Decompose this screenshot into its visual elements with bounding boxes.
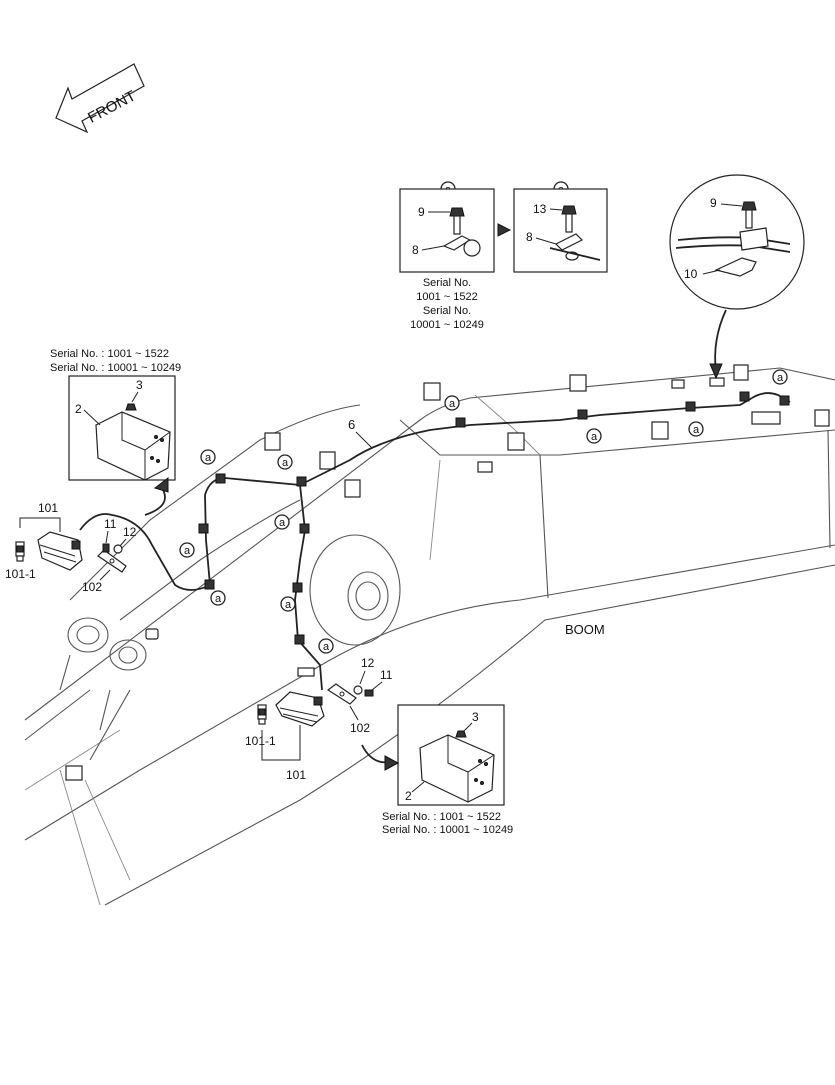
svg-text:a: a: [282, 457, 289, 469]
left-serial-line1: Serial No. : 1001 ~ 1522: [50, 348, 169, 360]
part-label-6: 6: [348, 417, 355, 432]
marker-a: a: [274, 514, 290, 530]
part-label-101-left: 101: [38, 501, 58, 515]
part-label-8-box2: 8: [526, 230, 533, 244]
marker-a: a: [179, 542, 195, 558]
marker-a: a: [688, 421, 704, 437]
right-work-lamp: [275, 691, 325, 727]
part-label-12-right: 12: [361, 656, 375, 670]
lamp-bulb-icon: [257, 704, 267, 725]
clamp-detail-circle: 9 10: [669, 174, 805, 380]
clip-markers: a a a a a a a a a a a: [179, 369, 788, 654]
mid-serial-head1: Serial No.: [423, 277, 471, 289]
part-label-2-left: 2: [75, 402, 82, 416]
svg-text:a: a: [693, 424, 700, 436]
part-label-101-right: 101: [286, 768, 306, 782]
svg-text:a: a: [591, 431, 598, 443]
part-label-102-left: 102: [82, 580, 102, 594]
part-label-10-circle: 10: [684, 267, 698, 281]
part-label-3-left: 3: [136, 378, 143, 392]
part-label-9-circle: 9: [710, 196, 717, 210]
left-cover-detail: Serial No. : 1001 ~ 1522 Serial No. : 10…: [50, 348, 181, 516]
left-bracket-102: [97, 543, 127, 573]
clip-detail-a-serial: a 9 8 Serial No. 1001 ~ 1522 Serial No. …: [399, 181, 495, 331]
detail-transition-arrow-icon: [497, 223, 512, 237]
part-label-12-left: 12: [123, 525, 137, 539]
lamp-bulb-icon: [15, 541, 25, 562]
harness-clips: [198, 391, 790, 645]
mid-serial-range1: 1001 ~ 1522: [416, 291, 477, 303]
svg-text:a: a: [777, 372, 784, 384]
marker-a: a: [200, 449, 216, 465]
right-cover-detail: 3 2 Serial No. : 1001 ~ 1522 Serial No. …: [361, 704, 513, 836]
right-serial-line2: Serial No. : 10001 ~ 10249: [382, 824, 513, 836]
part-label-11-left: 11: [104, 517, 117, 531]
left-work-lamp: [37, 531, 83, 571]
part-label-101-1-right: 101-1: [245, 734, 276, 748]
marker-a: a: [280, 596, 296, 612]
svg-text:a: a: [323, 641, 330, 653]
part-label-3-right: 3: [472, 710, 479, 724]
svg-text:a: a: [205, 452, 212, 464]
marker-a: a: [210, 590, 226, 606]
left-serial-line2: Serial No. : 10001 ~ 10249: [50, 362, 181, 374]
marker-a: a: [444, 395, 460, 411]
svg-text:a: a: [285, 599, 292, 611]
clip-detail-a-later: a 13 8: [513, 181, 608, 273]
right-serial-line1: Serial No. : 1001 ~ 1522: [382, 811, 501, 823]
front-arrow-icon: FRONT: [55, 63, 145, 134]
marker-a: a: [318, 638, 334, 654]
marker-a: a: [772, 369, 788, 385]
part-label-13-box2: 13: [533, 202, 547, 216]
part-label-101-1-left: 101-1: [5, 567, 36, 581]
part-label-8-box1: 8: [412, 243, 419, 257]
svg-text:a: a: [449, 398, 456, 410]
wire-harness-6: [79, 392, 791, 691]
marker-a: a: [586, 428, 602, 444]
right-bracket-102: [297, 667, 374, 705]
svg-text:a: a: [184, 545, 191, 557]
part-label-102-right: 102: [350, 721, 370, 735]
mid-serial-range2: 10001 ~ 10249: [410, 319, 484, 331]
mid-serial-head2: Serial No.: [423, 305, 471, 317]
marker-a: a: [277, 454, 293, 470]
part-label-11-right: 11: [380, 668, 393, 682]
part-label-9-box1: 9: [418, 205, 425, 219]
svg-text:a: a: [215, 593, 222, 605]
part-label-2-right: 2: [405, 789, 412, 803]
boom-label: BOOM: [565, 622, 605, 637]
svg-text:a: a: [279, 517, 286, 529]
